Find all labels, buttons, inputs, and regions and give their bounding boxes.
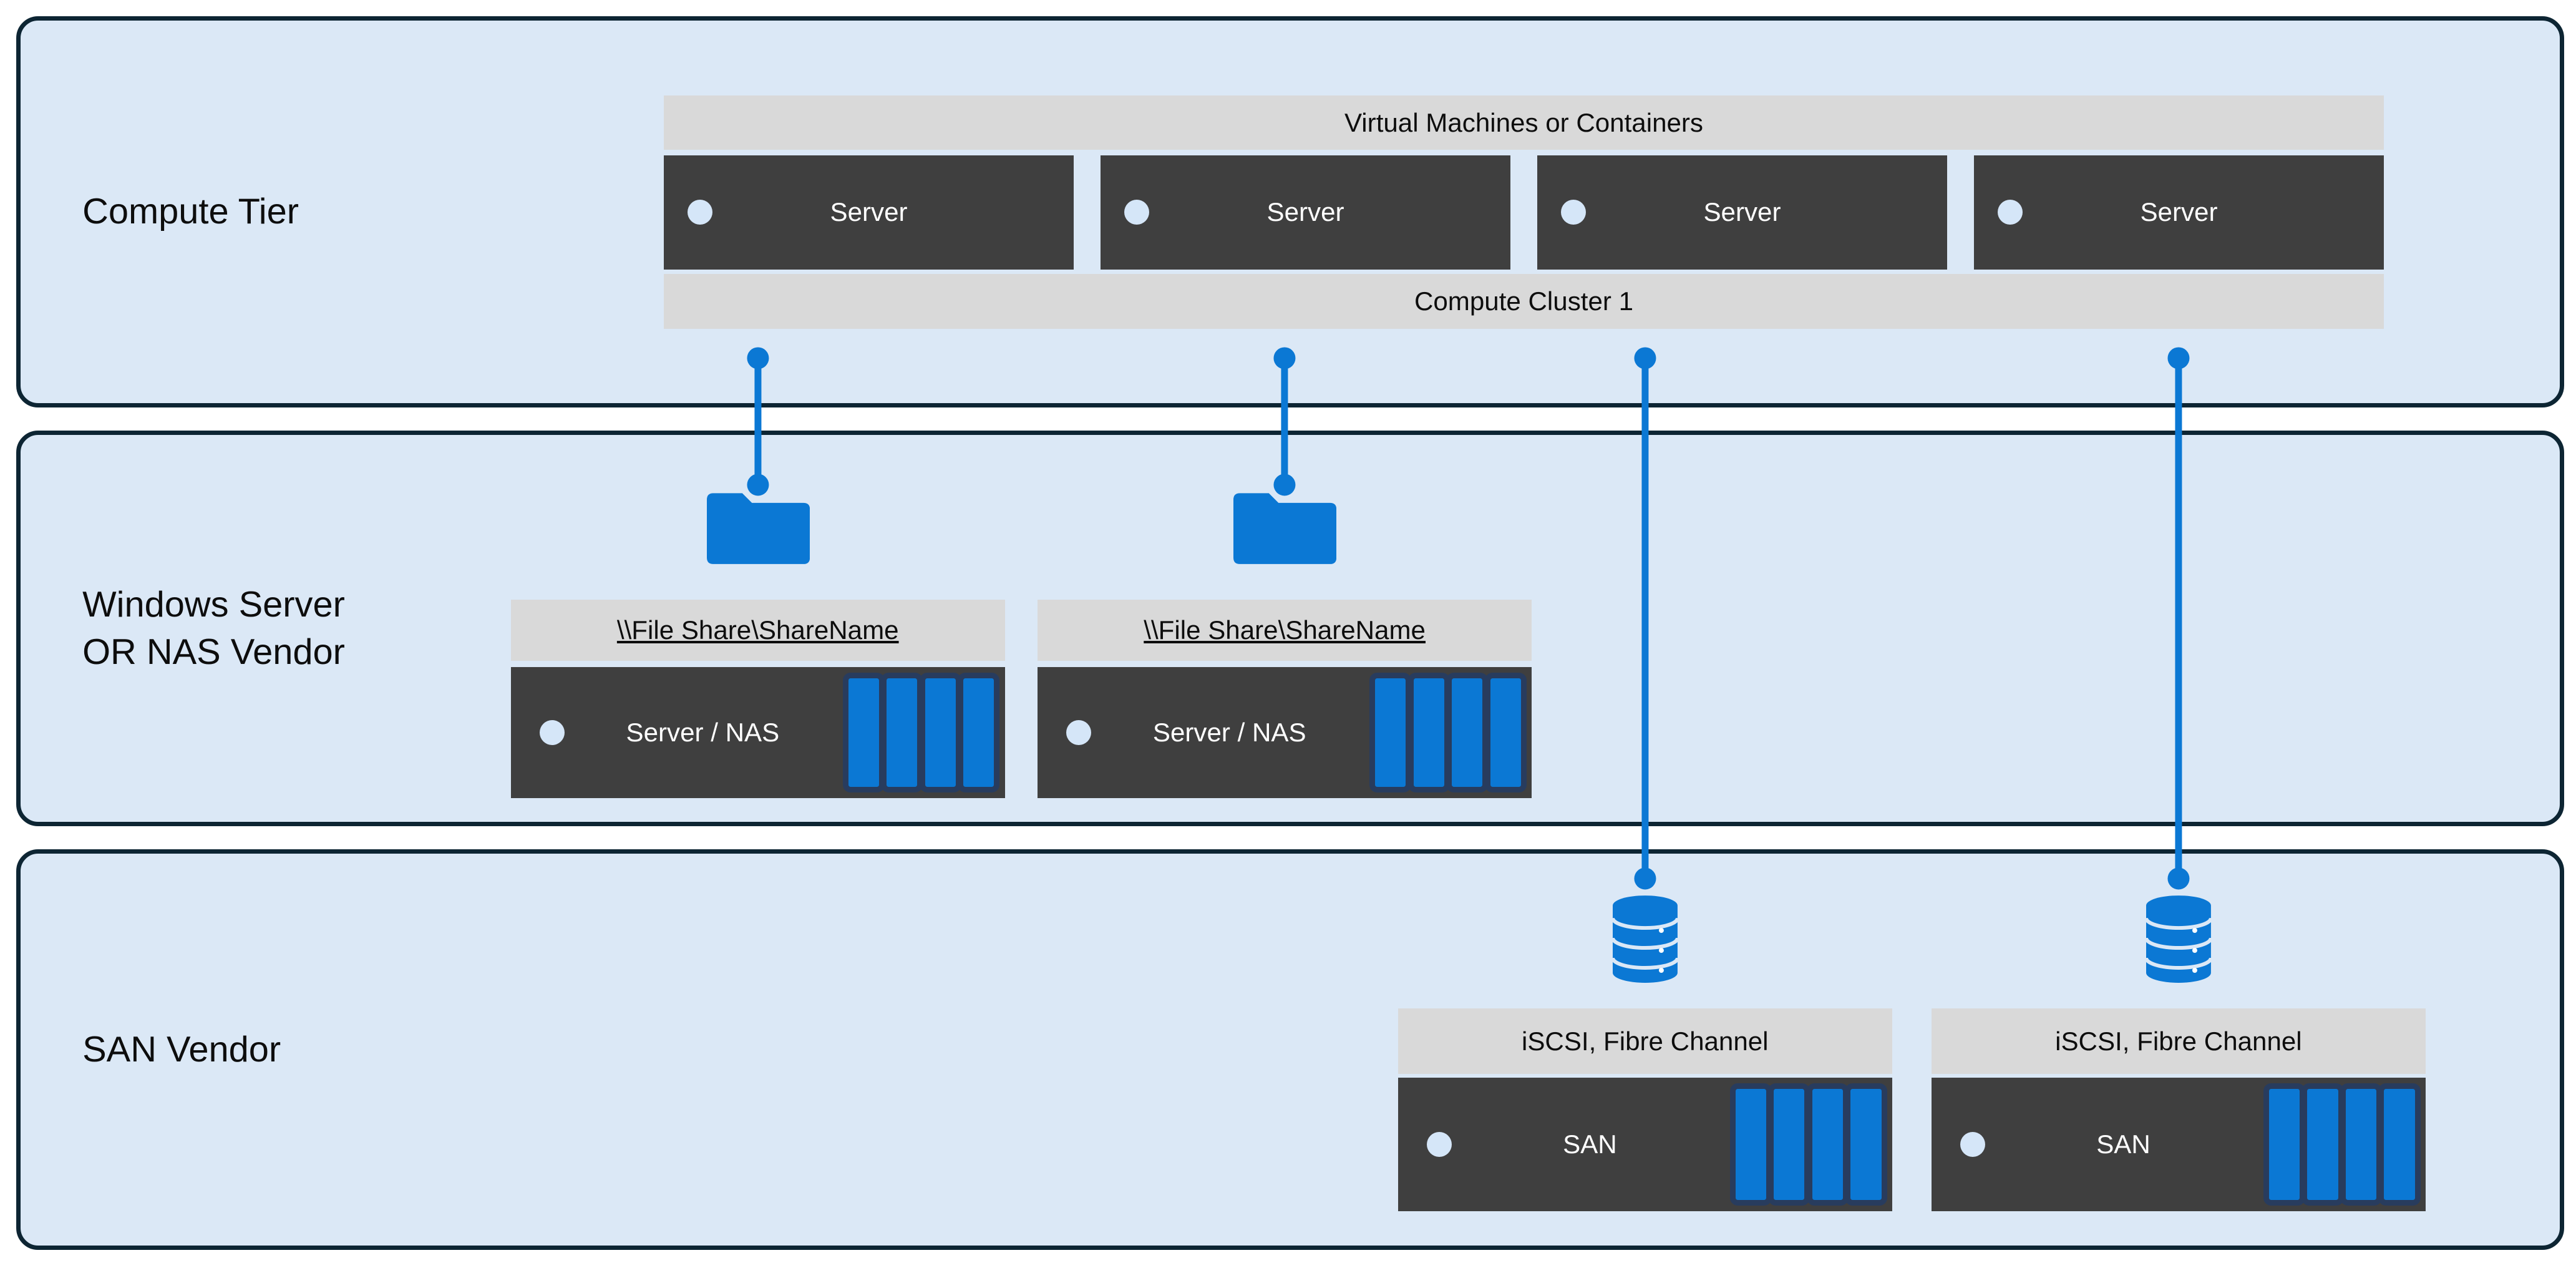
connector-endpoint-dot	[1634, 867, 1656, 890]
server-box-3: Server	[1537, 155, 1947, 270]
disk-bar-icon	[1446, 673, 1489, 792]
disk-bar-icon	[1845, 1083, 1887, 1206]
status-dot-icon	[688, 200, 713, 225]
disk-bar-icon	[1768, 1083, 1810, 1206]
server-nas-label: Server / NAS	[626, 717, 780, 747]
file-share-box-1: \\File Share\ShareName Server / NAS	[510, 600, 1005, 798]
connector-endpoint-dot	[2167, 347, 2190, 369]
disk-bar-icon	[2301, 1083, 2344, 1206]
san-protocol-header: iSCSI, Fibre Channel	[1931, 1008, 2426, 1074]
connector-endpoint-dot	[1634, 347, 1656, 369]
disk-bar-icon	[2378, 1083, 2421, 1206]
disk-array-icon	[1729, 1083, 1887, 1206]
server-box-4: Server	[1973, 155, 2384, 270]
file-share-path-label: \\File Share\ShareName	[616, 615, 899, 645]
disk-bar-icon	[2263, 1083, 2306, 1206]
connector-endpoint-dot	[747, 474, 769, 496]
server-nas-label: Server / NAS	[1152, 717, 1306, 747]
cluster-footer-label: Compute Cluster 1	[1414, 286, 1634, 316]
server-row: Server Server Server Server	[664, 155, 2384, 270]
server-box-2: Server	[1101, 155, 1511, 270]
folder-icon	[706, 493, 810, 565]
disk-bar-icon	[1729, 1083, 1772, 1206]
database-stack-icon	[1611, 895, 1679, 983]
status-dot-icon	[1960, 1132, 1985, 1158]
server-label: Server	[1703, 197, 1781, 227]
connector-line-4	[2175, 358, 2182, 879]
server-label: Server	[1266, 197, 1344, 227]
disk-bar-icon	[1369, 673, 1412, 792]
san-device-box: SAN	[1397, 1078, 1892, 1212]
connector-line-1	[754, 358, 762, 485]
status-dot-icon	[539, 719, 565, 745]
san-tier-label: SAN Vendor	[82, 1029, 281, 1070]
status-dot-icon	[1997, 200, 2023, 225]
disk-bar-icon	[2340, 1083, 2383, 1206]
connector-endpoint-dot	[1273, 474, 1296, 496]
compute-tier-label: Compute Tier	[82, 192, 299, 232]
file-share-path-label: \\File Share\ShareName	[1144, 615, 1426, 645]
database-stack-icon	[2144, 895, 2213, 983]
san-protocol-header: iSCSI, Fibre Channel	[1397, 1008, 1892, 1074]
disk-array-icon	[2263, 1083, 2421, 1206]
san-protocol-label: iSCSI, Fibre Channel	[1521, 1026, 1769, 1056]
san-box-2: iSCSI, Fibre Channel SAN	[1931, 1008, 2426, 1212]
file-share-path-header: \\File Share\ShareName	[1038, 600, 1532, 661]
folder-icon	[1233, 493, 1336, 565]
san-device-box: SAN	[1931, 1078, 2426, 1212]
vm-header-label: Virtual Machines or Containers	[1344, 107, 1703, 137]
status-dot-icon	[1560, 200, 1586, 225]
status-dot-icon	[1066, 719, 1092, 745]
server-box-1: Server	[664, 155, 1074, 270]
disk-bar-icon	[919, 673, 961, 792]
disk-bar-icon	[1407, 673, 1450, 792]
connector-endpoint-dot	[1273, 347, 1296, 369]
connector-line-3	[1641, 358, 1649, 879]
connector-line-2	[1281, 358, 1288, 485]
disk-bar-icon	[1806, 1083, 1849, 1206]
server-label: Server	[2140, 197, 2218, 227]
disk-bar-icon	[842, 673, 885, 792]
disk-bar-icon	[958, 673, 1000, 792]
status-dot-icon	[1426, 1132, 1452, 1158]
status-dot-icon	[1124, 200, 1150, 225]
san-box-1: iSCSI, Fibre Channel SAN	[1397, 1008, 1892, 1212]
vm-header-bar: Virtual Machines or Containers	[664, 95, 2384, 150]
connector-endpoint-dot	[2167, 867, 2190, 890]
san-label: SAN	[2096, 1129, 2151, 1159]
cluster-footer-bar: Compute Cluster 1	[664, 273, 2384, 329]
server-label: Server	[830, 197, 908, 227]
disk-array-icon	[1369, 673, 1527, 792]
san-label: SAN	[1563, 1129, 1617, 1159]
file-share-path-header: \\File Share\ShareName	[510, 600, 1005, 661]
disk-bar-icon	[1484, 673, 1527, 792]
file-share-box-2: \\File Share\ShareName Server / NAS	[1038, 600, 1532, 798]
server-nas-box: Server / NAS	[510, 666, 1005, 798]
file-tier-label: Windows Server OR NAS Vendor	[82, 584, 345, 672]
san-protocol-label: iSCSI, Fibre Channel	[2055, 1026, 2302, 1056]
disk-array-icon	[842, 673, 1000, 792]
disk-bar-icon	[881, 673, 923, 792]
connector-endpoint-dot	[747, 347, 769, 369]
server-nas-box: Server / NAS	[1038, 666, 1532, 798]
